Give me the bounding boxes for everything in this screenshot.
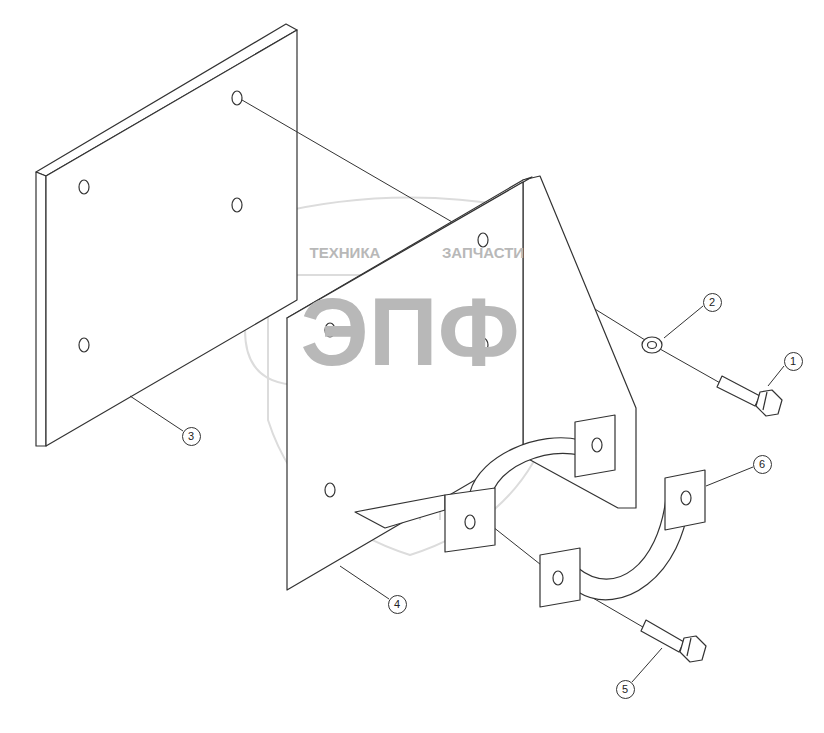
- callout-number: 5: [616, 680, 635, 699]
- assembly-line: [242, 100, 722, 630]
- bolt: [641, 376, 782, 662]
- callout-text: 6: [759, 459, 765, 470]
- watermark-text: ТЕХНИКА: [310, 245, 381, 260]
- callout-text: 2: [709, 297, 715, 308]
- callout-number: 1: [784, 352, 803, 371]
- callout-text: 3: [188, 431, 194, 442]
- clamp: [540, 470, 705, 607]
- washer: [642, 337, 662, 353]
- callout-number: 2: [703, 293, 722, 312]
- mounting-plate: [36, 24, 297, 446]
- callout-number: 3: [182, 427, 201, 446]
- watermark-text: ЭПФ: [300, 284, 519, 380]
- callout-number: 6: [753, 455, 772, 474]
- callout-text: 5: [622, 684, 628, 695]
- callout-number: 4: [388, 595, 407, 614]
- callout-text: 4: [394, 599, 400, 610]
- watermark-text: ЗАПЧАСТИ: [442, 245, 524, 260]
- callout-text: 1: [790, 356, 796, 367]
- bracket: [287, 176, 636, 590]
